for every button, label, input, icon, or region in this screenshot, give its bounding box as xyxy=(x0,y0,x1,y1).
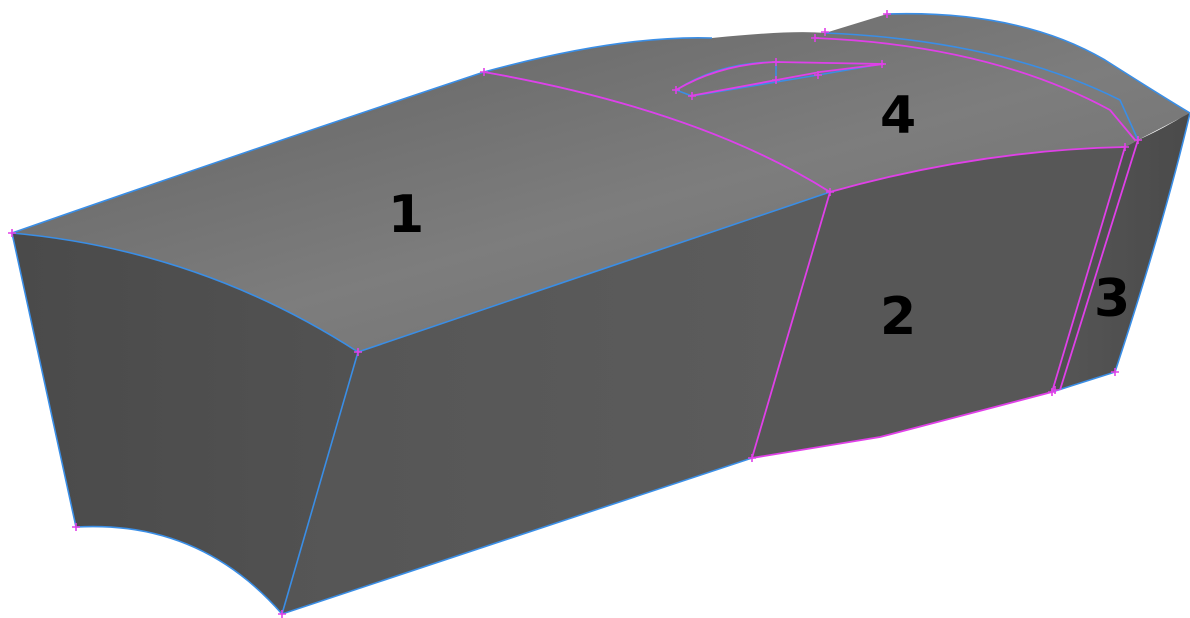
vertex-marker-icon[interactable] xyxy=(1051,386,1059,394)
left-end-face[interactable] xyxy=(12,233,358,614)
face-3-label: 3 xyxy=(1094,269,1130,329)
vertex-marker-icon[interactable] xyxy=(354,348,362,356)
vertex-marker-icon[interactable] xyxy=(772,76,780,84)
vertex-marker-icon[interactable] xyxy=(672,86,680,94)
vertex-marker-icon[interactable] xyxy=(688,92,696,100)
face-2-left-edge xyxy=(751,191,831,459)
bottom-front-edge xyxy=(281,457,753,615)
right-end-face[interactable] xyxy=(1060,112,1190,390)
face-2-bottom-edge xyxy=(751,391,1053,459)
vertex-marker-icon[interactable] xyxy=(811,34,819,42)
vertex-marker-icon[interactable] xyxy=(748,454,756,462)
face-4-label: 4 xyxy=(880,86,916,146)
vertex-marker-icon[interactable] xyxy=(878,60,886,68)
top-front-edge xyxy=(11,36,713,234)
vertical-front-edge xyxy=(281,351,359,615)
vertex-marker-icon[interactable] xyxy=(1111,368,1119,376)
long-front-edge xyxy=(357,191,831,353)
bottom-left-arc-edge xyxy=(75,525,283,615)
vertex-marker-icon[interactable] xyxy=(278,610,286,618)
right-vertical-edge xyxy=(1114,112,1190,373)
vertex-marker-icon[interactable] xyxy=(1121,143,1129,151)
magenta-edges xyxy=(483,37,1139,459)
vertex-marker-icon[interactable] xyxy=(814,71,822,79)
top-left-arc-edge xyxy=(11,232,359,353)
vertex-marker-icon[interactable] xyxy=(1134,136,1142,144)
face-3-right-edge xyxy=(1059,139,1139,391)
face-4-arc-edge xyxy=(814,37,1136,141)
vertical-left-edge xyxy=(11,232,77,528)
face-2-label: 2 xyxy=(880,287,916,347)
vertex-marker-icon[interactable] xyxy=(821,28,829,36)
inner-top-arc xyxy=(824,32,1139,141)
vertex-marker-icon[interactable] xyxy=(883,10,891,18)
right-bottom-edge xyxy=(1051,371,1116,393)
top-face[interactable] xyxy=(12,13,1190,352)
vertex-marker-icon[interactable] xyxy=(72,523,80,531)
face-2-region[interactable] xyxy=(752,147,1125,458)
vertex-marker-icon[interactable] xyxy=(480,68,488,76)
vertex-marker-icon[interactable] xyxy=(8,229,16,237)
face-2-right-edge xyxy=(1051,146,1126,393)
blue-edges xyxy=(11,12,1190,615)
face-3-region[interactable] xyxy=(1052,140,1138,392)
vertex-marker-icon[interactable] xyxy=(826,188,834,196)
top-back-edge xyxy=(886,12,1190,114)
vertex-markers xyxy=(8,10,1142,618)
slot-magenta-outline xyxy=(675,61,885,97)
face-1-4-divider xyxy=(483,71,831,193)
face-2-top-edge xyxy=(829,146,1126,193)
vertex-marker-icon[interactable] xyxy=(772,58,780,66)
face-1-label: 1 xyxy=(388,185,424,245)
